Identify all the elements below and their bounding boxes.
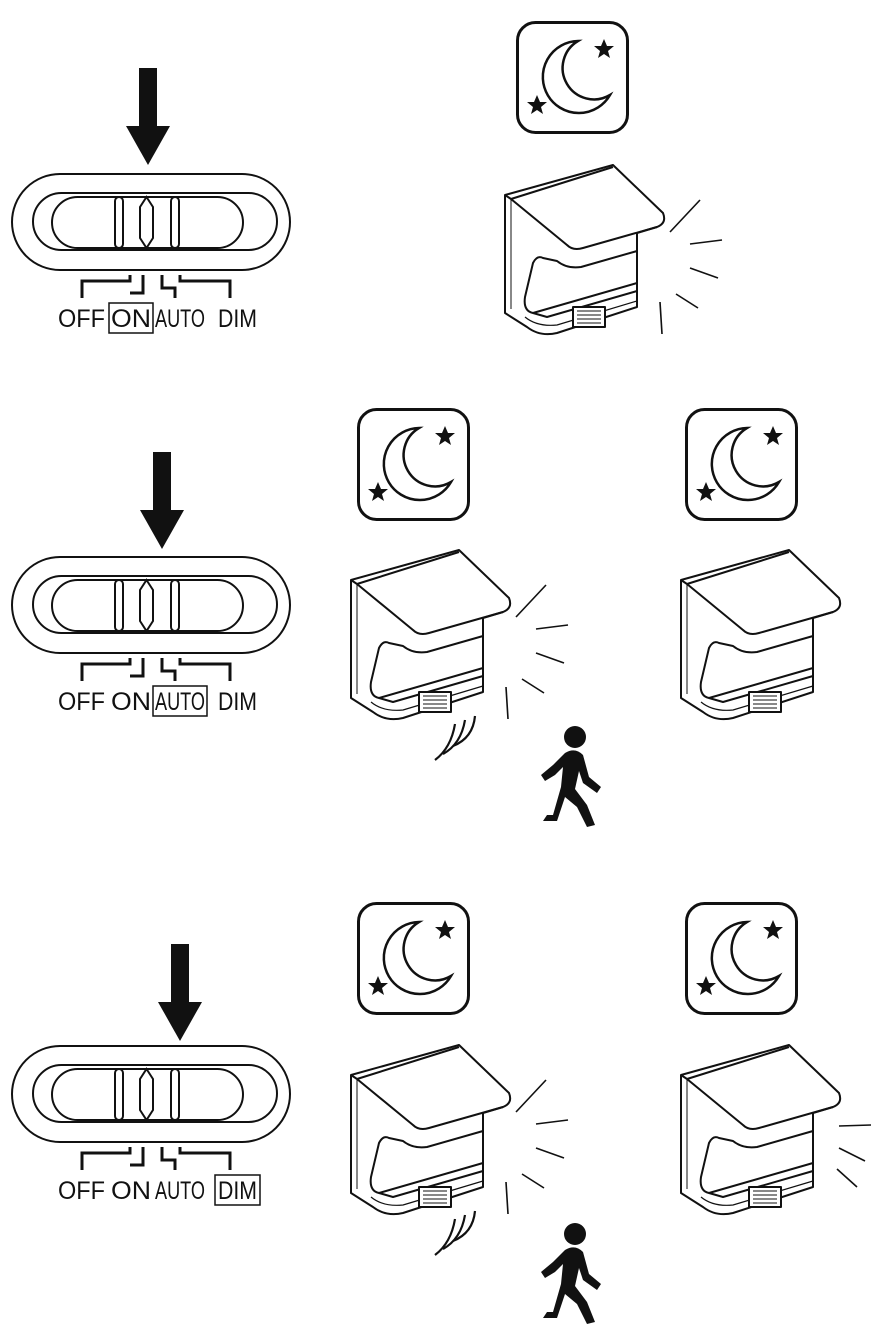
label-off: OFF: [58, 1177, 105, 1205]
label-auto: AUTO: [155, 1177, 205, 1205]
night-moon-icon: [685, 902, 798, 1015]
lamp-lit: [350, 1044, 512, 1216]
switch-labels: OFF ON AUTO DIM: [58, 302, 257, 334]
label-off: OFF: [58, 688, 105, 716]
arrow-down-icon: [158, 944, 202, 1041]
selected-box: [108, 302, 154, 334]
motion-waves-icon: [433, 714, 477, 762]
switch-labels: OFF ON AUTO DIM: [58, 685, 257, 717]
selected-box: [152, 685, 208, 717]
label-auto: AUTO: [155, 688, 205, 716]
label-dim: DIM: [218, 305, 257, 333]
night-moon-icon: [357, 408, 470, 521]
label-dim: DIM: [218, 688, 257, 716]
arrow-down-icon: [140, 452, 184, 549]
night-moon-icon: [685, 408, 798, 521]
light-rays-icon: [659, 199, 723, 335]
walking-person-icon: [541, 1223, 601, 1324]
label-off: OFF: [58, 305, 105, 333]
night-moon-icon: [357, 902, 470, 1015]
night-moon-icon: [516, 21, 629, 134]
switch-labels: OFF ON AUTO DIM: [58, 1174, 261, 1206]
light-rays-icon: [505, 1079, 569, 1215]
label-dim: DIM: [218, 1177, 257, 1205]
row-on-mode: OFF ON AUTO DIM: [10, 21, 723, 336]
label-on: ON: [111, 688, 151, 716]
row-dim-mode: OFF ON AUTO DIM: [10, 902, 872, 1324]
label-auto: AUTO: [155, 305, 205, 333]
lamp-off: [680, 549, 842, 721]
walking-person-icon: [541, 726, 601, 827]
lamp-lit: [504, 164, 666, 336]
row-auto-mode: OFF ON AUTO DIM: [10, 408, 842, 827]
light-rays-icon: [505, 584, 569, 720]
lamp-dim: [680, 1044, 842, 1216]
mode-switch[interactable]: [10, 555, 292, 683]
label-on: ON: [111, 1177, 151, 1205]
lamp-lit: [350, 549, 512, 721]
dim-light-rays-icon: [836, 1124, 872, 1188]
motion-waves-icon: [433, 1209, 477, 1257]
label-on: ON: [111, 305, 151, 333]
mode-switch[interactable]: [10, 1044, 292, 1172]
arrow-down-icon: [126, 68, 170, 165]
mode-switch[interactable]: [10, 172, 292, 300]
selected-box: [214, 1174, 261, 1206]
